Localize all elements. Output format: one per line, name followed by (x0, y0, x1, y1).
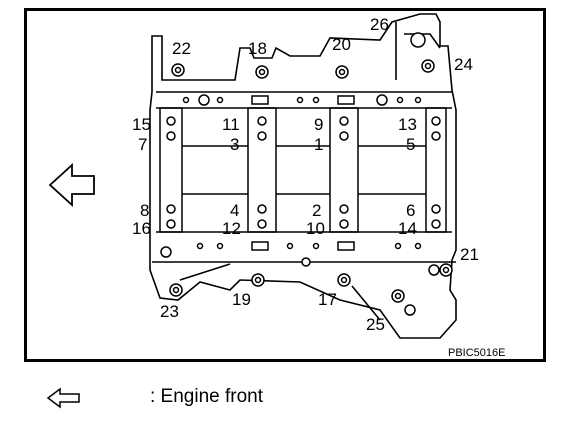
bolt-number-13: 13 (398, 115, 417, 134)
bolt-number-24: 24 (454, 55, 473, 74)
bolt-number-labels: 22 18 20 26 24 15 7 11 3 9 1 13 5 8 16 4… (132, 15, 479, 334)
bolt-number-23: 23 (160, 302, 179, 321)
block-outline (149, 13, 457, 339)
bolt-number-4: 4 (230, 201, 239, 220)
bolt-number-11: 11 (222, 115, 240, 134)
bolt-number-12: 12 (222, 219, 241, 238)
legend-text: : Engine front (150, 386, 264, 407)
bolt-number-25: 25 (366, 315, 385, 334)
bolt-number-21: 21 (460, 245, 479, 264)
figure-code: PBIC5016E (448, 347, 505, 359)
bolt-number-8: 8 (140, 201, 149, 220)
bolt-number-2: 2 (312, 201, 321, 220)
bolt-number-6: 6 (406, 201, 415, 220)
bolt-number-7: 7 (138, 135, 147, 154)
bolt-number-3: 3 (230, 135, 239, 154)
bolt-number-18: 18 (248, 39, 267, 58)
bolt-number-20: 20 (332, 35, 351, 54)
bolt-number-19: 19 (232, 290, 251, 309)
bolt-number-10: 10 (306, 219, 325, 238)
bolt-number-9: 9 (314, 115, 323, 134)
bolt-holes (160, 32, 453, 316)
bolt-number-22: 22 (172, 39, 191, 58)
bolt-number-17: 17 (318, 290, 337, 309)
left-arrow-icon (46, 387, 80, 409)
bolt-number-5: 5 (406, 135, 415, 154)
bolt-number-14: 14 (398, 219, 417, 238)
bolt-number-26: 26 (370, 15, 389, 34)
left-arrow-icon (48, 162, 95, 208)
bearing-columns (159, 107, 447, 233)
bolt-number-15: 15 (132, 115, 151, 134)
engine-block-diagram: 22 18 20 26 24 15 7 11 3 9 1 13 5 8 16 4… (48, 13, 505, 359)
diagram-frame (24, 8, 546, 362)
bolt-number-1: 1 (314, 135, 323, 154)
legend: : Engine front (46, 384, 446, 414)
bolt-number-16: 16 (132, 219, 151, 238)
